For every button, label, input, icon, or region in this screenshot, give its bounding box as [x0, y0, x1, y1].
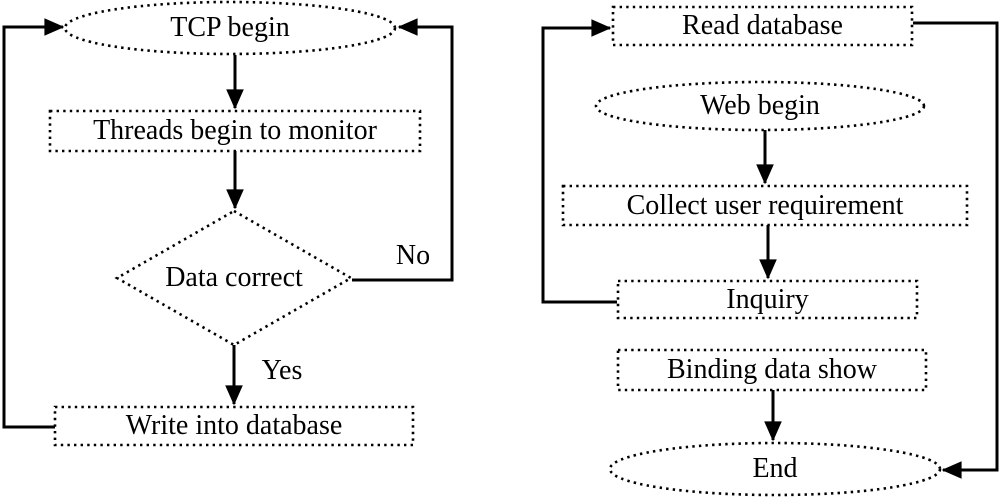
threads-monitor-process-shape: [48, 109, 422, 153]
collect-user-requirement-process-shape: [561, 184, 969, 227]
binding-data-show-process-shape: [616, 348, 928, 392]
tcp-begin-terminator-shape: [63, 0, 397, 56]
data-correct-decision-shape: [114, 209, 354, 347]
web-begin-terminator-shape: [594, 80, 926, 132]
end-terminator-shape: [608, 441, 942, 497]
edge-inquiry-loop-to-read-database: [541, 19, 617, 304]
edge-read-database-loop-to-end: [913, 21, 999, 479]
edge-write-loop-to-tcp-begin: [2, 18, 65, 429]
edge-data-correct-no-loop-to-tcp-begin: [352, 18, 454, 282]
inquiry-process-shape: [616, 279, 919, 320]
write-database-process-shape: [53, 405, 415, 447]
read-database-process-shape: [611, 5, 914, 47]
